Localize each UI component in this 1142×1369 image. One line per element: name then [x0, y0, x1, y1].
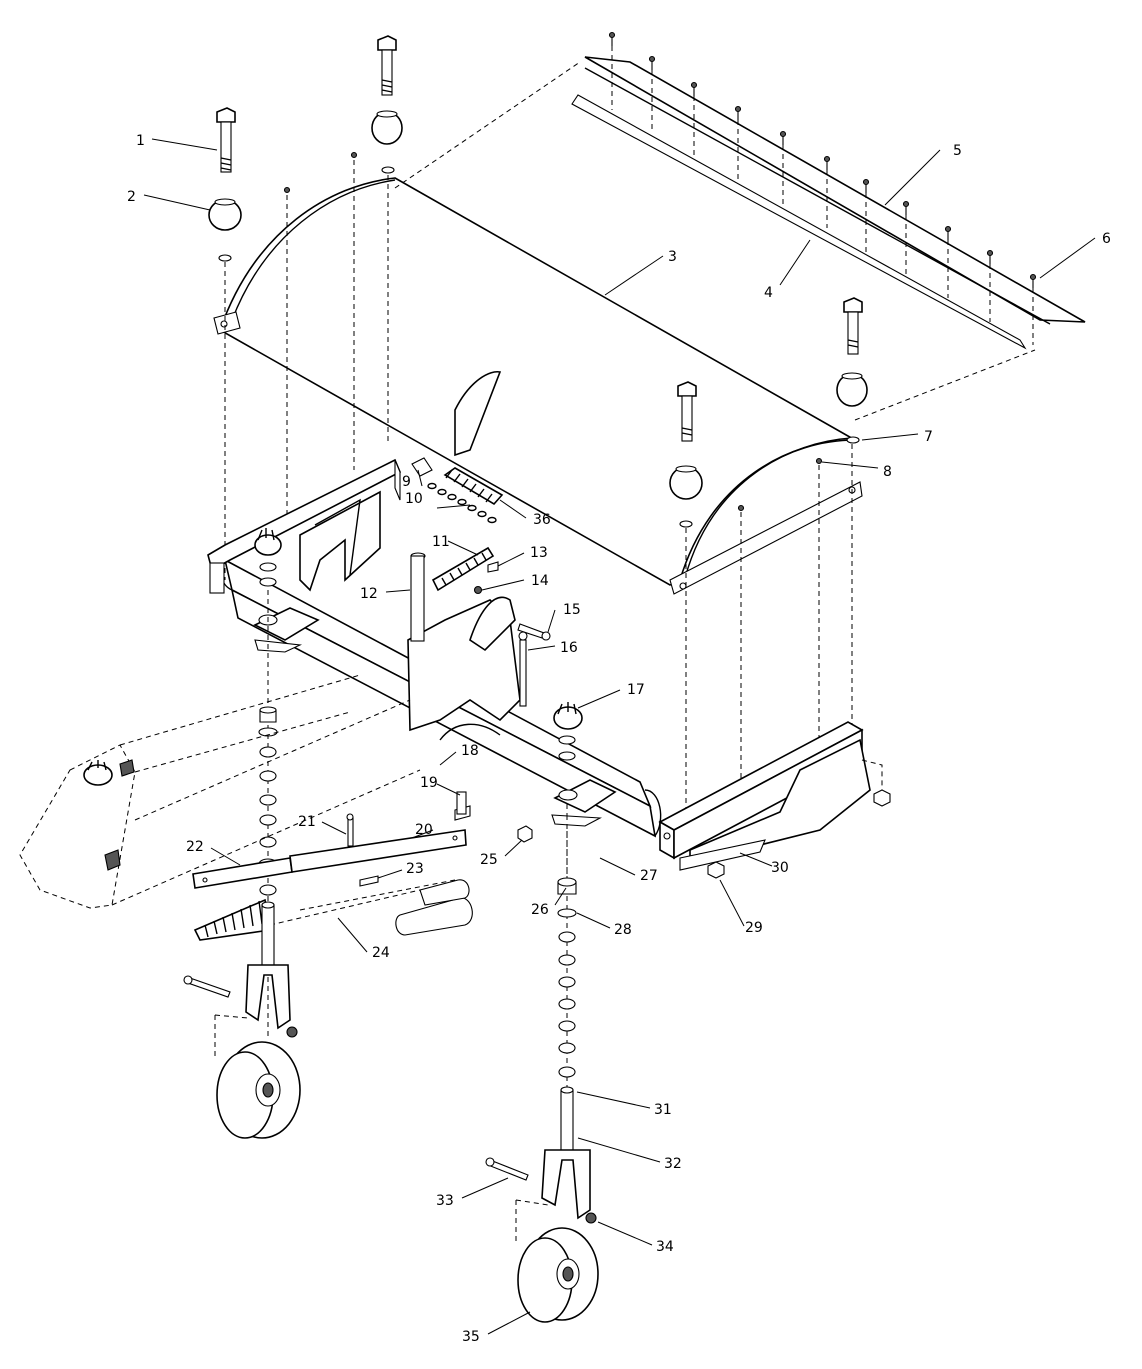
callout-15: 15 [563, 602, 581, 618]
bolt-bumper-right-front [669, 381, 703, 528]
extension-spring [431, 546, 495, 592]
hood-alignment-lines [394, 61, 1036, 421]
chain-assembly [411, 457, 497, 524]
callout-9: 9 [402, 474, 411, 490]
height-adjust-bar [192, 791, 471, 889]
fuel-tank [19, 674, 421, 909]
bolt-bumper-left [208, 107, 242, 262]
callout-18: 18 [461, 743, 479, 759]
callout-6: 6 [1102, 231, 1111, 247]
callout-11: 11 [432, 534, 450, 550]
callout-13: 13 [530, 545, 548, 561]
callout-14: 14 [531, 573, 549, 589]
left-caster-wheel [214, 1014, 301, 1139]
compression-spring [193, 879, 473, 941]
right-caster-top [551, 702, 617, 827]
callout-36: 36 [533, 512, 551, 528]
small-screws [283, 151, 823, 512]
pivot-pin [410, 552, 426, 642]
right-caster-wheel [515, 1199, 599, 1323]
callout-30: 30 [771, 860, 789, 876]
callout-4: 4 [764, 285, 773, 301]
callout-12: 12 [360, 586, 378, 602]
bolt-bumper-right-rear [836, 297, 868, 444]
left-caster-top [253, 528, 320, 653]
right-caster-fork [485, 1086, 597, 1224]
callout-19: 19 [420, 775, 438, 791]
callout-10: 10 [405, 491, 423, 507]
callout-24: 24 [372, 945, 390, 961]
callout-16: 16 [560, 640, 578, 656]
left-mount-bracket [299, 490, 381, 592]
callout-5: 5 [953, 143, 962, 159]
left-caster-fork [183, 901, 298, 1038]
nuts [517, 759, 891, 879]
callout-35: 35 [462, 1329, 480, 1345]
deflector-screws [608, 31, 1037, 345]
callout-3: 3 [668, 249, 677, 265]
callout-27: 27 [640, 868, 658, 884]
callout-22: 22 [186, 839, 204, 855]
right-spacer-stack [557, 815, 577, 1095]
callout-23: 23 [406, 861, 424, 877]
callout-20: 20 [415, 822, 433, 838]
callout-26: 26 [531, 902, 549, 918]
callout-25: 25 [480, 852, 498, 868]
callout-1: 1 [136, 133, 145, 149]
leader-lines [143, 138, 1096, 1335]
small-hardware [473, 561, 551, 707]
deflector-strip [571, 56, 1086, 350]
callout-7: 7 [924, 429, 933, 445]
callout-17: 17 [627, 682, 645, 698]
callout-21: 21 [298, 814, 316, 830]
callout-33: 33 [436, 1193, 454, 1209]
callout-8: 8 [883, 464, 892, 480]
callout-32: 32 [664, 1156, 682, 1172]
callout-labels: 1 2 3 4 5 6 7 8 9 10 11 12 13 14 15 16 1… [127, 133, 1111, 1345]
right-frame-bracket [658, 721, 871, 871]
callout-28: 28 [614, 922, 632, 938]
bolt-bumper-top [371, 35, 403, 174]
vertical-alignment-lines [224, 160, 853, 880]
callout-29: 29 [745, 920, 763, 936]
callout-31: 31 [654, 1102, 672, 1118]
center-bracket [407, 370, 521, 741]
spring-cover [443, 467, 504, 506]
callout-34: 34 [656, 1239, 674, 1255]
callout-2: 2 [127, 189, 136, 205]
